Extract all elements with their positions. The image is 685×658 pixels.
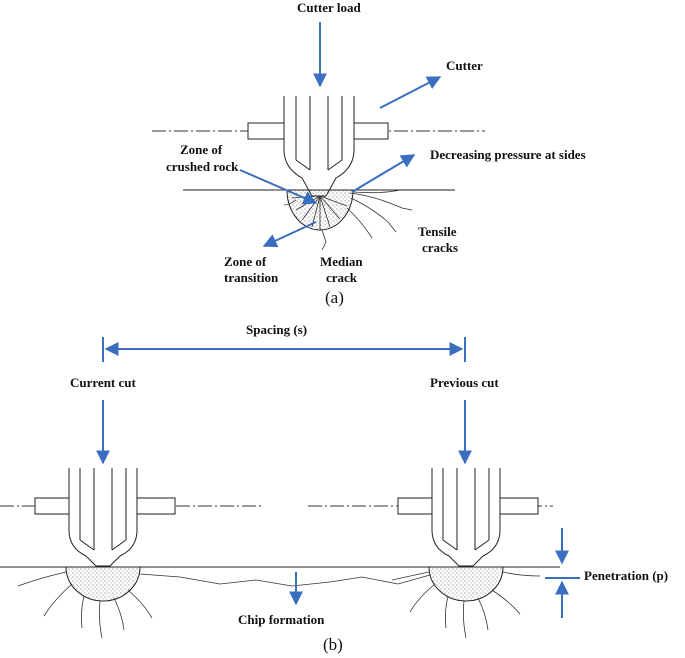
spacing-label: Spacing (s) — [246, 322, 307, 337]
previous-cut-label: Previous cut — [430, 375, 499, 390]
cutter-load-label: Cutter load — [297, 0, 361, 15]
zone-transition-label-1: Zone of — [224, 254, 267, 269]
median-crack-label-2: crack — [326, 270, 358, 285]
penetration-label: Penetration (p) — [584, 568, 668, 583]
transition-pointer-arrow — [262, 221, 317, 248]
caption-b: (b) — [323, 635, 343, 654]
zone-transition-label-2: transition — [224, 270, 279, 285]
figure-a: Cutter load Cutter Zone of crushed rock … — [152, 0, 586, 307]
chip-formation-label: Chip formation — [238, 612, 325, 627]
previous-cutter — [397, 468, 539, 567]
zone-crushed-label-1: Zone of — [180, 142, 223, 157]
figure-b: Spacing (s) Current cut Previous cut — [0, 322, 668, 654]
cracks-left — [17, 571, 153, 639]
current-cut-label: Current cut — [70, 375, 137, 390]
crushed-zone-right — [428, 566, 504, 602]
zone-crushed-label-2: crushed rock — [166, 159, 239, 174]
current-cutter — [34, 468, 176, 567]
chip-boundary-crack — [139, 573, 431, 587]
tensile-label-1: Tensile — [418, 224, 457, 239]
crushed-rock-pointer-arrow — [239, 169, 318, 205]
cutter-pointer-arrow — [379, 76, 442, 109]
cutter-disc — [283, 96, 355, 197]
median-crack-label-1: Median — [320, 254, 363, 269]
cracks-right — [391, 571, 541, 639]
tensile-label-2: cracks — [422, 240, 458, 255]
tensile-cracks-a — [283, 189, 413, 251]
decreasing-pressure-label: Decreasing pressure at sides — [430, 147, 586, 162]
pressure-pointer-arrow — [351, 154, 416, 193]
crushed-zone-left — [65, 566, 141, 602]
cutter-label: Cutter — [446, 58, 483, 73]
caption-a: (a) — [325, 288, 344, 307]
